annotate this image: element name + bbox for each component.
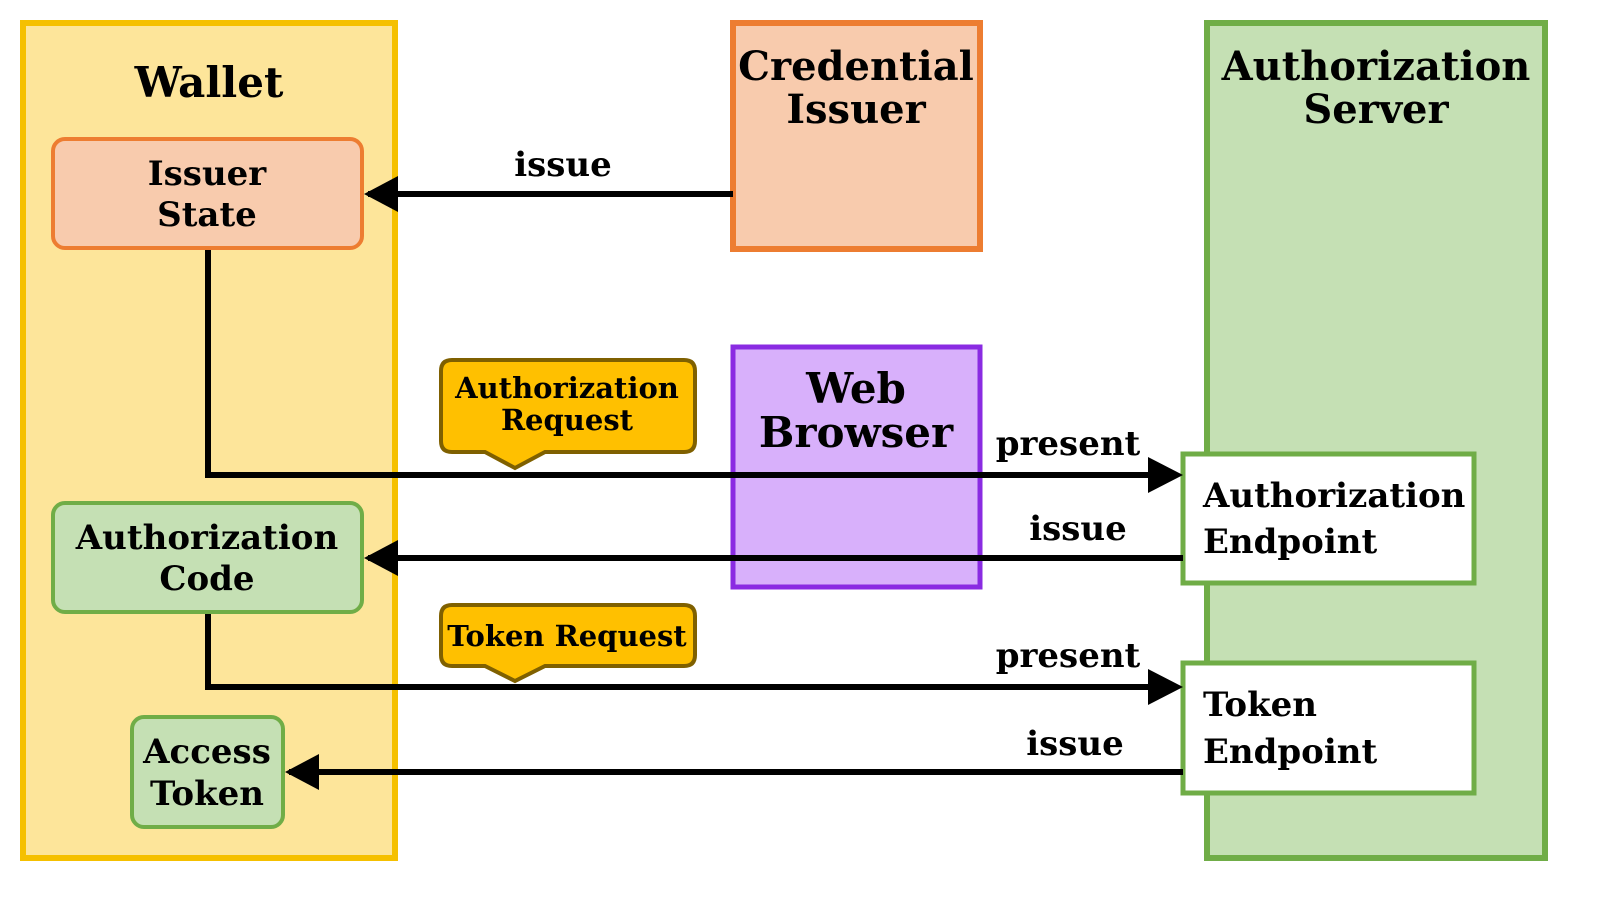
issuer-state-line2: State xyxy=(157,195,257,235)
token-endpoint-node: Token Endpoint xyxy=(1180,660,1477,796)
arrow-present-authorization-request xyxy=(205,250,1177,480)
arrow-heads xyxy=(285,176,1183,790)
arrowhead-token-endpoint xyxy=(1148,669,1183,705)
issuer-state-node: Issuer State xyxy=(51,137,364,250)
credential-issuer-title-line1: Credential xyxy=(738,43,974,90)
label-issue-authorization-code: issue xyxy=(1029,509,1127,549)
authorization-code-line1: Authorization xyxy=(75,518,338,558)
access-token-line1: Access xyxy=(142,732,271,772)
authorization-request-callout: Authorization Request xyxy=(439,358,697,471)
wallet-title: Wallet xyxy=(134,58,284,107)
web-browser-container: Web Browser xyxy=(730,344,983,590)
authorization-endpoint-node: Authorization Endpoint xyxy=(1180,451,1477,586)
label-issue-credential: issue xyxy=(514,145,612,185)
authorization-endpoint-line2: Endpoint xyxy=(1203,522,1377,562)
access-token-node: Access Token xyxy=(130,715,285,829)
arrowhead-authorization-code xyxy=(364,540,398,576)
token-request-text: Token Request xyxy=(447,619,687,653)
authorization-code-node: Authorization Code xyxy=(51,501,364,614)
credential-issuer-container: Credential Issuer xyxy=(730,20,983,252)
web-browser-title-line1: Web xyxy=(805,364,906,413)
token-request-bubble xyxy=(439,603,697,684)
token-endpoint-line1: Token xyxy=(1203,685,1317,725)
web-browser-title-line2: Browser xyxy=(759,408,954,457)
label-present-token: present xyxy=(996,636,1141,676)
credential-issuer-title-line2: Issuer xyxy=(786,86,926,133)
arrowhead-authorization-endpoint xyxy=(1148,457,1183,493)
label-present-authorization: present xyxy=(996,424,1141,464)
access-token-box xyxy=(130,715,285,829)
authorization-code-line2: Code xyxy=(159,559,254,599)
authorization-server-title-line1: Authorization xyxy=(1221,43,1531,90)
arrow-present-token-request xyxy=(205,614,1177,692)
authorization-request-line1: Authorization xyxy=(454,371,679,405)
web-browser-box xyxy=(730,344,983,590)
authorization-request-line2: Request xyxy=(501,403,634,437)
arrowhead-access-token xyxy=(285,754,319,790)
authorization-code-box xyxy=(51,501,364,614)
authorization-endpoint-line1: Authorization xyxy=(1202,476,1465,516)
token-endpoint-box xyxy=(1180,660,1477,796)
authorization-server-title-line2: Server xyxy=(1303,86,1449,133)
token-endpoint-line2: Endpoint xyxy=(1203,732,1377,772)
arrowhead-issuer-state xyxy=(364,176,398,212)
authorization-request-bubble xyxy=(439,358,697,471)
label-issue-access-token: issue xyxy=(1026,724,1124,764)
arrows xyxy=(205,189,1183,777)
issuer-state-line1: Issuer xyxy=(148,154,268,194)
issuer-state-box xyxy=(51,137,364,250)
access-token-line2: Token xyxy=(150,774,264,814)
authorization-endpoint-box xyxy=(1180,451,1477,586)
credential-issuer-box xyxy=(730,20,983,252)
token-request-callout: Token Request xyxy=(439,603,697,684)
